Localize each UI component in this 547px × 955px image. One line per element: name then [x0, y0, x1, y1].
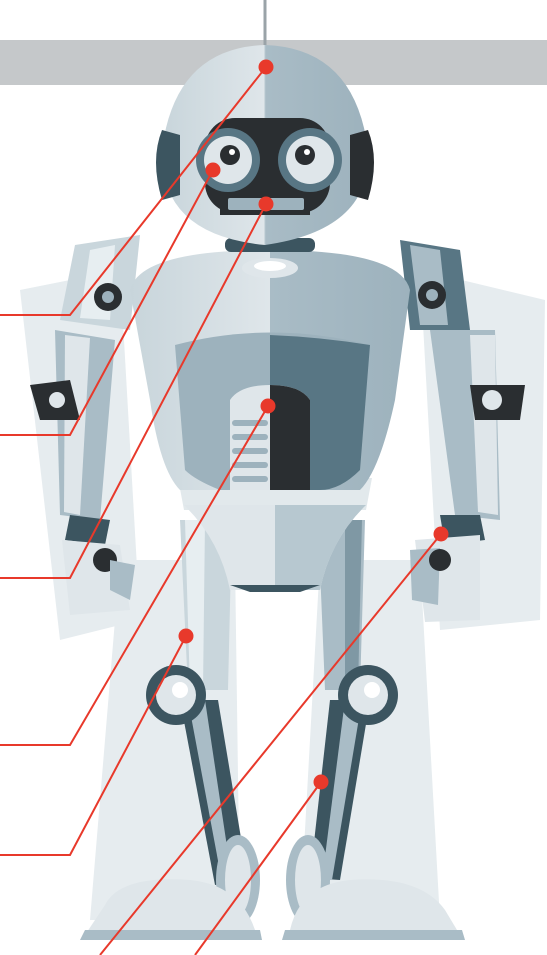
callout-dot-mouth	[259, 197, 274, 212]
torso	[130, 250, 410, 490]
callout-dot-right-shin	[314, 775, 329, 790]
callout-dot-head-top	[259, 60, 274, 75]
callout-dot-right-hand	[434, 527, 449, 542]
callout-dot-chest-core	[261, 399, 276, 414]
callout-dot-left-thigh	[179, 629, 194, 644]
callout-dot-left-eye	[206, 163, 221, 178]
